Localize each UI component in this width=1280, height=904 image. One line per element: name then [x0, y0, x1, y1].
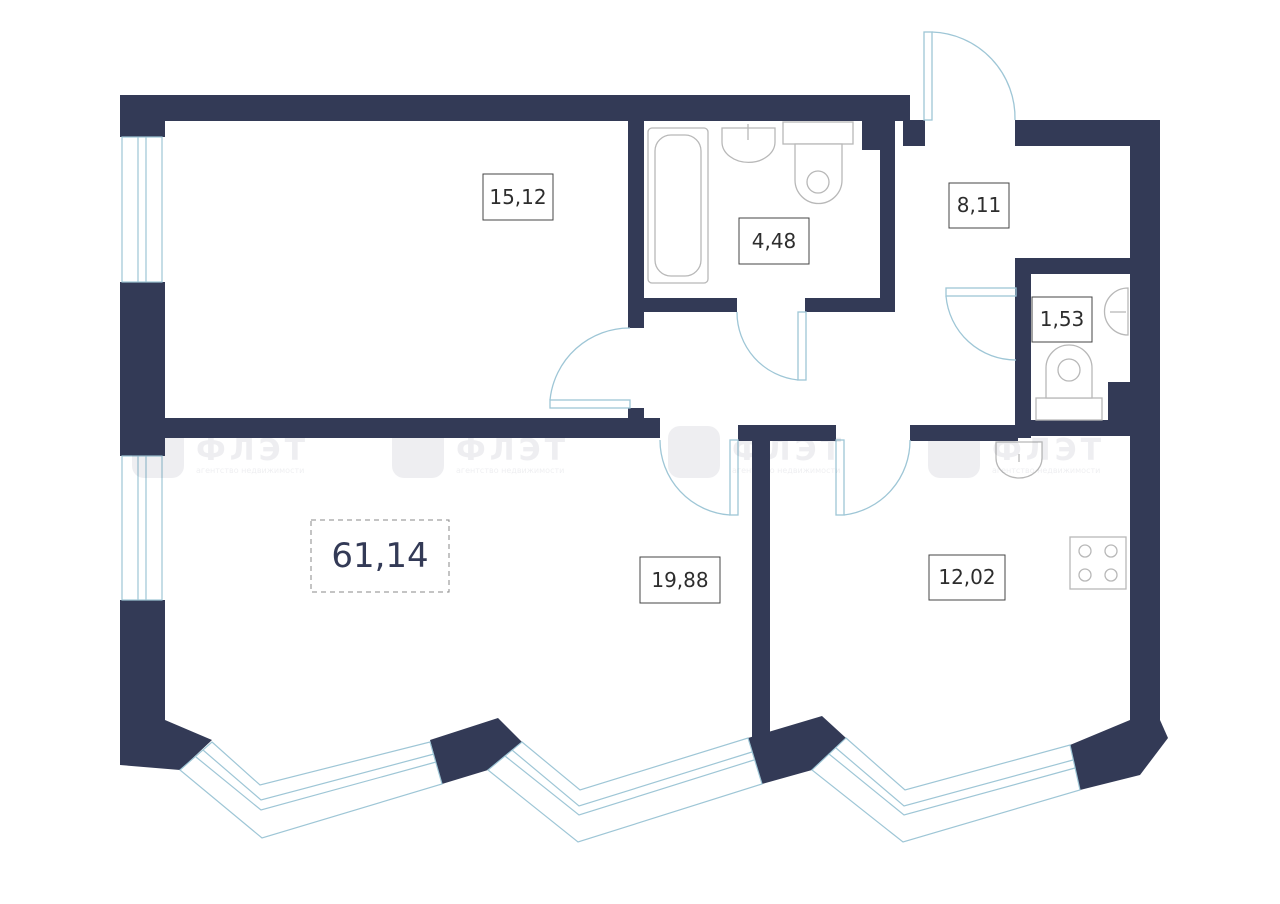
watermark-brand: ФЛЭТ: [992, 433, 1105, 468]
stove-icon: [1069, 536, 1127, 590]
toilet-icon: [782, 121, 854, 205]
room-area-living-room: 19,88: [651, 568, 708, 592]
room-label-kitchen: 12,02: [928, 554, 1006, 601]
walls: [120, 95, 1168, 790]
watermark-3: ФЛЭТ агентство недвижимости: [668, 426, 845, 478]
fixtures: [647, 121, 1129, 590]
room-label-hallway: 8,11: [948, 182, 1010, 229]
total-area-label: 61,14: [310, 519, 450, 593]
watermark-4: ФЛЭТ агентство недвижимости: [928, 426, 1105, 478]
total-area: 61,14: [331, 536, 428, 576]
watermark-1: ФЛЭТ агентство недвижимости: [132, 426, 309, 478]
watermark-brand: ФЛЭТ: [732, 433, 845, 468]
watermarks: ФЛЭТ агентство недвижимости ФЛЭТ агентст…: [132, 426, 1105, 478]
room-area-bathroom: 4,48: [752, 229, 797, 253]
watermark-tagline: агентство недвижимости: [732, 466, 840, 475]
room-label-bedroom: 15,12: [482, 173, 554, 221]
watermark-tagline: агентство недвижимости: [456, 466, 564, 475]
room-label-wc: 1,53: [1031, 296, 1093, 343]
room-area-bedroom: 15,12: [489, 185, 546, 209]
wc-toilet-icon: [1035, 344, 1103, 421]
windows: [121, 136, 1081, 843]
room-area-wc: 1,53: [1040, 307, 1085, 331]
watermark-brand: ФЛЭТ: [456, 433, 569, 468]
room-area-kitchen: 12,02: [938, 565, 995, 589]
room-area-hallway: 8,11: [957, 193, 1002, 217]
room-label-living-room: 19,88: [639, 556, 721, 604]
sink-icon: [721, 124, 776, 164]
kitchen-sink-icon: [995, 441, 1043, 479]
wc-sink-icon: [1103, 287, 1129, 336]
watermark-brand: ФЛЭТ: [196, 433, 309, 468]
room-label-bathroom: 4,48: [738, 217, 810, 265]
bathtub-icon: [647, 127, 709, 284]
room-labels: 15,12 4,48 8,11 1,53 19,88 12,02 61,14: [310, 173, 1093, 604]
watermark-tagline: агентство недвижимости: [992, 466, 1100, 475]
doors: [549, 31, 1017, 516]
watermark-2: ФЛЭТ агентство недвижимости: [392, 426, 569, 478]
watermark-tagline: агентство недвижимости: [196, 466, 304, 475]
